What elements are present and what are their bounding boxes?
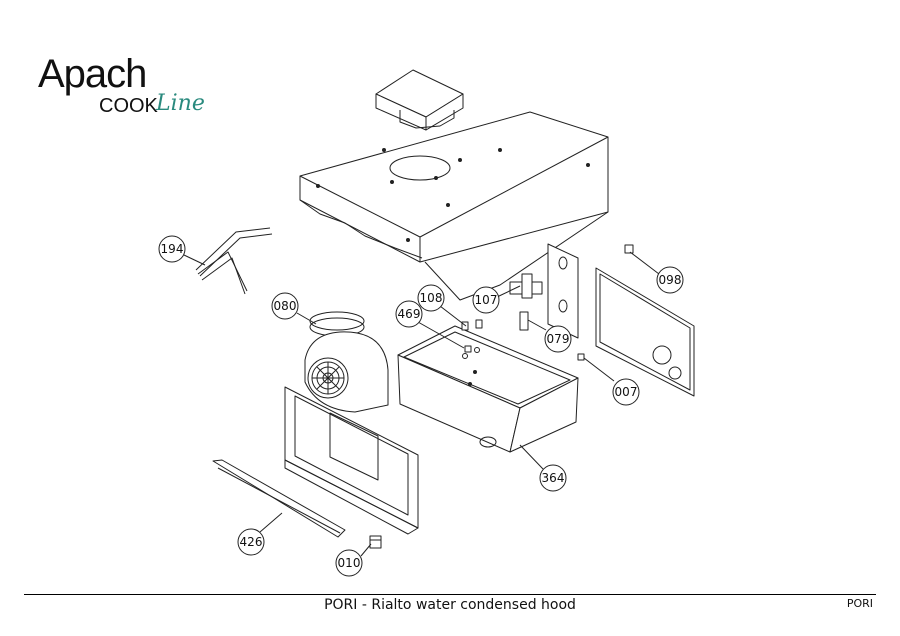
callout-098[interactable]: 098 xyxy=(656,266,684,294)
footer-divider xyxy=(24,594,876,595)
callout-469[interactable]: 469 xyxy=(395,300,423,328)
brand-sub-line: Line xyxy=(156,91,205,116)
brand-logo: Apach xyxy=(38,52,147,96)
blade-426 xyxy=(212,459,346,538)
callout-194-label: 194 xyxy=(161,242,184,256)
callout-108[interactable]: 108 xyxy=(417,284,445,312)
valve-107 xyxy=(509,273,543,299)
callout-007-label: 007 xyxy=(615,385,638,399)
hood-body xyxy=(299,111,609,301)
pipe-194 xyxy=(195,227,273,295)
callout-010-label: 010 xyxy=(338,556,361,570)
footer-code: PORI xyxy=(846,597,873,610)
callout-007[interactable]: 007 xyxy=(612,378,640,406)
callout-426[interactable]: 426 xyxy=(237,528,265,556)
callouts: 194 080 108 469 107 098 079 007 364 426 … xyxy=(158,235,684,577)
callout-426-label: 426 xyxy=(240,535,263,549)
callout-107[interactable]: 107 xyxy=(472,286,500,314)
frame-panel xyxy=(284,386,419,535)
callout-080[interactable]: 080 xyxy=(271,292,299,320)
callout-010[interactable]: 010 xyxy=(335,549,363,577)
brand-sub-cook: COOK xyxy=(99,95,158,117)
callout-080-label: 080 xyxy=(274,299,297,313)
fittings xyxy=(461,244,634,361)
callout-194[interactable]: 194 xyxy=(158,235,186,263)
top-box xyxy=(375,69,464,131)
side-cover-panel xyxy=(595,267,695,397)
callout-107-label: 107 xyxy=(475,293,498,307)
callout-364[interactable]: 364 xyxy=(539,464,567,492)
callout-098-label: 098 xyxy=(659,273,682,287)
footer-title: PORI - Rialto water condensed hood xyxy=(324,597,576,613)
tank-364 xyxy=(397,325,579,453)
callout-469-label: 469 xyxy=(398,307,421,321)
leader-lines xyxy=(183,251,660,557)
part-010 xyxy=(369,535,382,549)
callout-108-label: 108 xyxy=(420,291,443,305)
callout-364-label: 364 xyxy=(542,471,565,485)
callout-079-label: 079 xyxy=(547,332,570,346)
callout-079[interactable]: 079 xyxy=(544,325,572,353)
fan-080 xyxy=(304,311,389,413)
bracket-plate xyxy=(547,243,579,339)
